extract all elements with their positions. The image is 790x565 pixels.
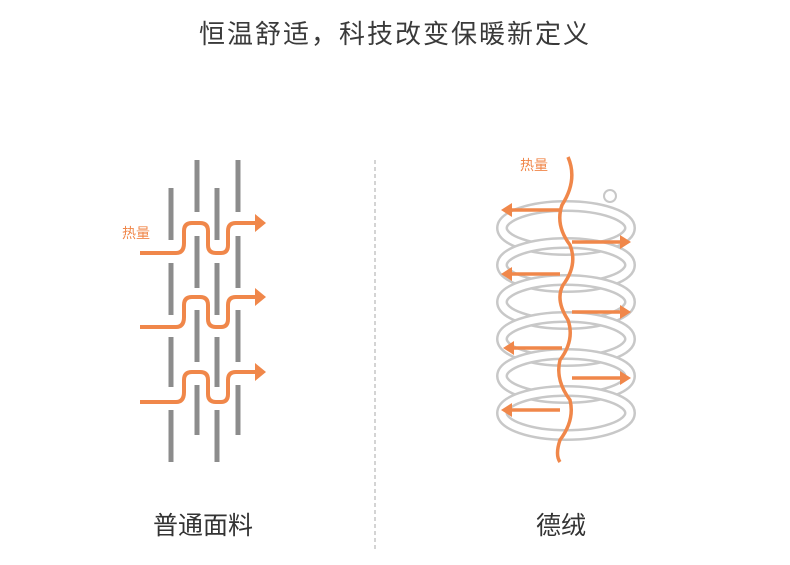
heat-flow-line [140, 221, 256, 255]
arrow-icon [620, 235, 631, 249]
spring-end [603, 189, 617, 203]
arrow-icon [255, 214, 266, 232]
arrow-icon [620, 305, 631, 319]
heat-label: 热量 [520, 158, 548, 174]
heat-flow-line [140, 370, 256, 404]
spring-coil-inner [498, 239, 634, 291]
heat-flow-line [555, 156, 575, 464]
arrow-icon [503, 341, 514, 355]
spring-coil-inner [498, 202, 634, 254]
arrow-icon [501, 203, 512, 217]
regular-fabric-label: 普通面料 [152, 511, 253, 540]
velvet-label: 德绒 [535, 511, 586, 540]
arrow-icon [501, 267, 512, 281]
heat-flow-line [140, 295, 256, 329]
velvet-spring-diagram: 热量 [496, 156, 636, 464]
arrow-icon [255, 363, 266, 381]
arrow-icon [620, 371, 631, 385]
arrow-icon [501, 403, 512, 417]
fabric-fibers [168, 160, 241, 462]
regular-fabric-diagram: 热量 [122, 160, 266, 462]
arrow-icon [255, 288, 266, 306]
page-title: 恒温舒适，科技改变保暖新定义 [198, 20, 591, 50]
heat-label: 热量 [122, 226, 150, 242]
